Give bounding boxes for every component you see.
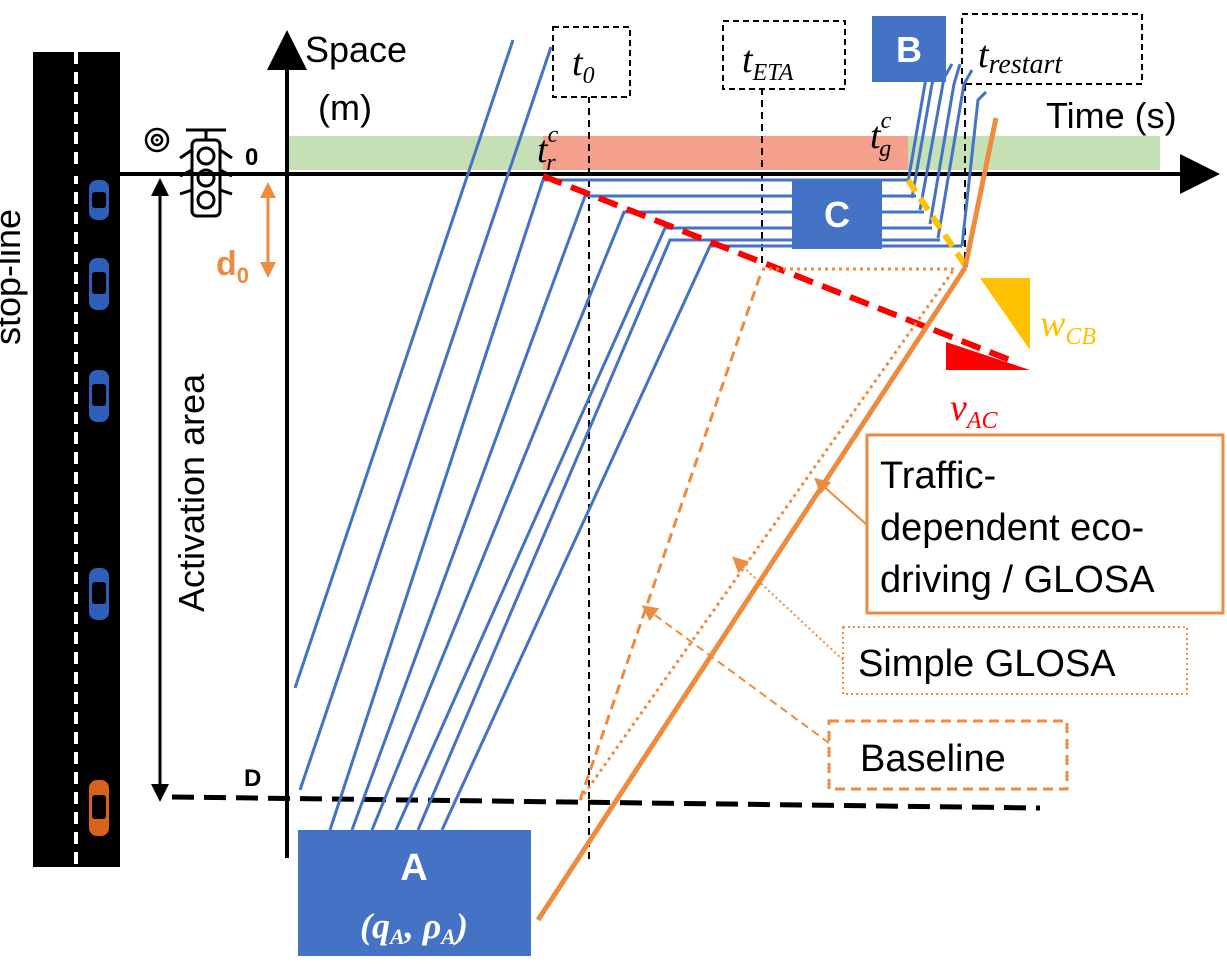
red-phase	[543, 136, 908, 170]
teta-box	[722, 20, 846, 90]
trestart-label: trestart	[978, 34, 1063, 80]
legend-simple-glosa: Simple GLOSA	[858, 643, 1116, 685]
region-c-label: C	[824, 194, 850, 235]
car-icon	[89, 370, 109, 422]
baseline-trajectory	[578, 269, 764, 801]
region-a-label: A	[400, 847, 427, 889]
x-axis-label: Time (s)	[1046, 95, 1177, 136]
legend-baseline-pointer	[641, 605, 830, 744]
legend-baseline: Baseline	[860, 738, 1006, 780]
t0-box	[552, 26, 631, 98]
legend-simple-glosa-box	[842, 626, 1188, 695]
car-icon	[89, 180, 109, 220]
road	[33, 52, 120, 867]
d-label: D	[244, 765, 261, 792]
d0-label: d0	[216, 245, 249, 288]
region-a-box	[298, 830, 531, 956]
free-flow-trajectories	[293, 39, 553, 791]
activation-boundary-line	[171, 794, 1041, 811]
y-axis-label-space: Space	[305, 29, 407, 70]
legend-traffic-dependent-line1: Traffic-	[880, 455, 996, 497]
traffic-dependent-trajectory	[535, 266, 968, 922]
region-c-box	[792, 181, 882, 249]
y-axis-label-unit: (m)	[318, 87, 372, 128]
wcb-label: wCB	[1040, 303, 1096, 350]
trestart-box	[961, 13, 1143, 85]
legend-simple-glosa-pointer	[732, 556, 844, 661]
car-icon	[89, 568, 109, 620]
ego-car-icon	[89, 780, 109, 836]
green-phase-before	[287, 136, 543, 170]
t0-label: t0	[572, 42, 595, 89]
region-b-box	[872, 16, 946, 82]
vac-label: vAC	[950, 387, 999, 434]
region-a-params: (qA, ρA)	[360, 906, 468, 949]
stop-line-label: stop-line	[0, 209, 28, 345]
legend-traffic-dependent-line3: driving / GLOSA	[880, 559, 1155, 601]
legend-traffic-dependent-line2: dependent eco-	[880, 507, 1144, 549]
region-b-label: B	[896, 29, 922, 70]
teta-label: tETA	[742, 39, 794, 86]
legend-baseline-box	[827, 719, 1069, 791]
zero-label: 0	[245, 144, 258, 171]
discharge-wave-triangle	[980, 278, 1030, 350]
traffic-dependent-restart	[962, 117, 999, 269]
activation-area-label: Activation area	[171, 373, 212, 612]
shockwave-vac-triangle	[946, 342, 1030, 370]
green-phase-after	[908, 136, 1160, 170]
traffic-light-icon	[179, 128, 233, 218]
legend-traffic-dependent-pointer	[814, 477, 868, 526]
car-icon	[89, 258, 109, 310]
discharge-wave-line	[905, 178, 970, 270]
wireless-icon	[144, 127, 170, 153]
